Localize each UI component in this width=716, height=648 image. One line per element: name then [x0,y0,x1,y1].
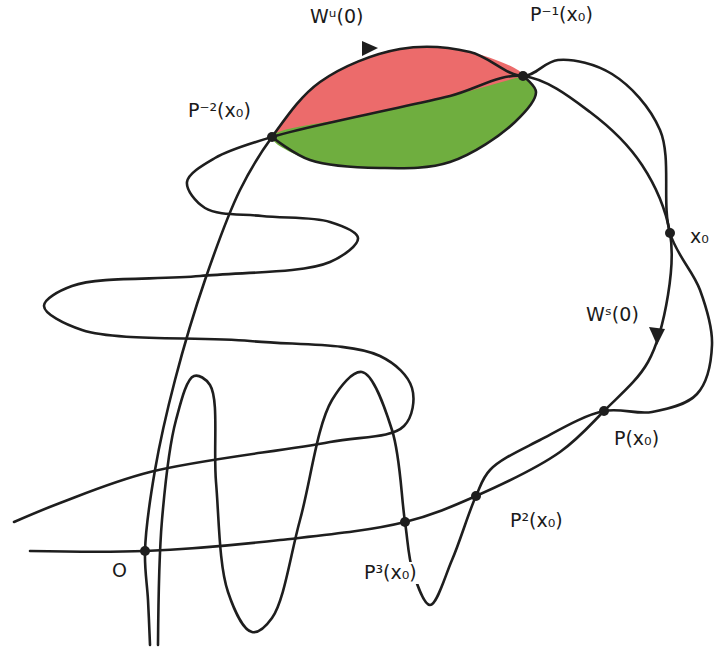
point-label: Wᵘ(0) [308,6,365,28]
stable-manifold [14,76,672,552]
point-label: P³(x₀) [362,562,419,584]
orbit-point [599,406,609,416]
orbit-point [400,517,410,527]
point-label: x₀ [688,226,711,248]
unstable-manifold [145,47,712,645]
point-label: P⁻¹(x₀) [528,4,595,26]
orbit-point [665,228,675,238]
point-label: P⁻²(x₀) [186,100,253,122]
direction-arrow [649,327,665,345]
orbit-point [518,71,528,81]
direction-arrow [362,41,378,56]
lobe-boundary [272,76,536,168]
point-label: P(x₀) [612,428,661,450]
orbit-point [471,491,481,501]
orbit-point [140,546,150,556]
point-label: O [110,560,129,582]
point-label: Wˢ(0) [584,304,641,326]
orbit-point [267,132,277,142]
point-label: P²(x₀) [508,510,565,532]
